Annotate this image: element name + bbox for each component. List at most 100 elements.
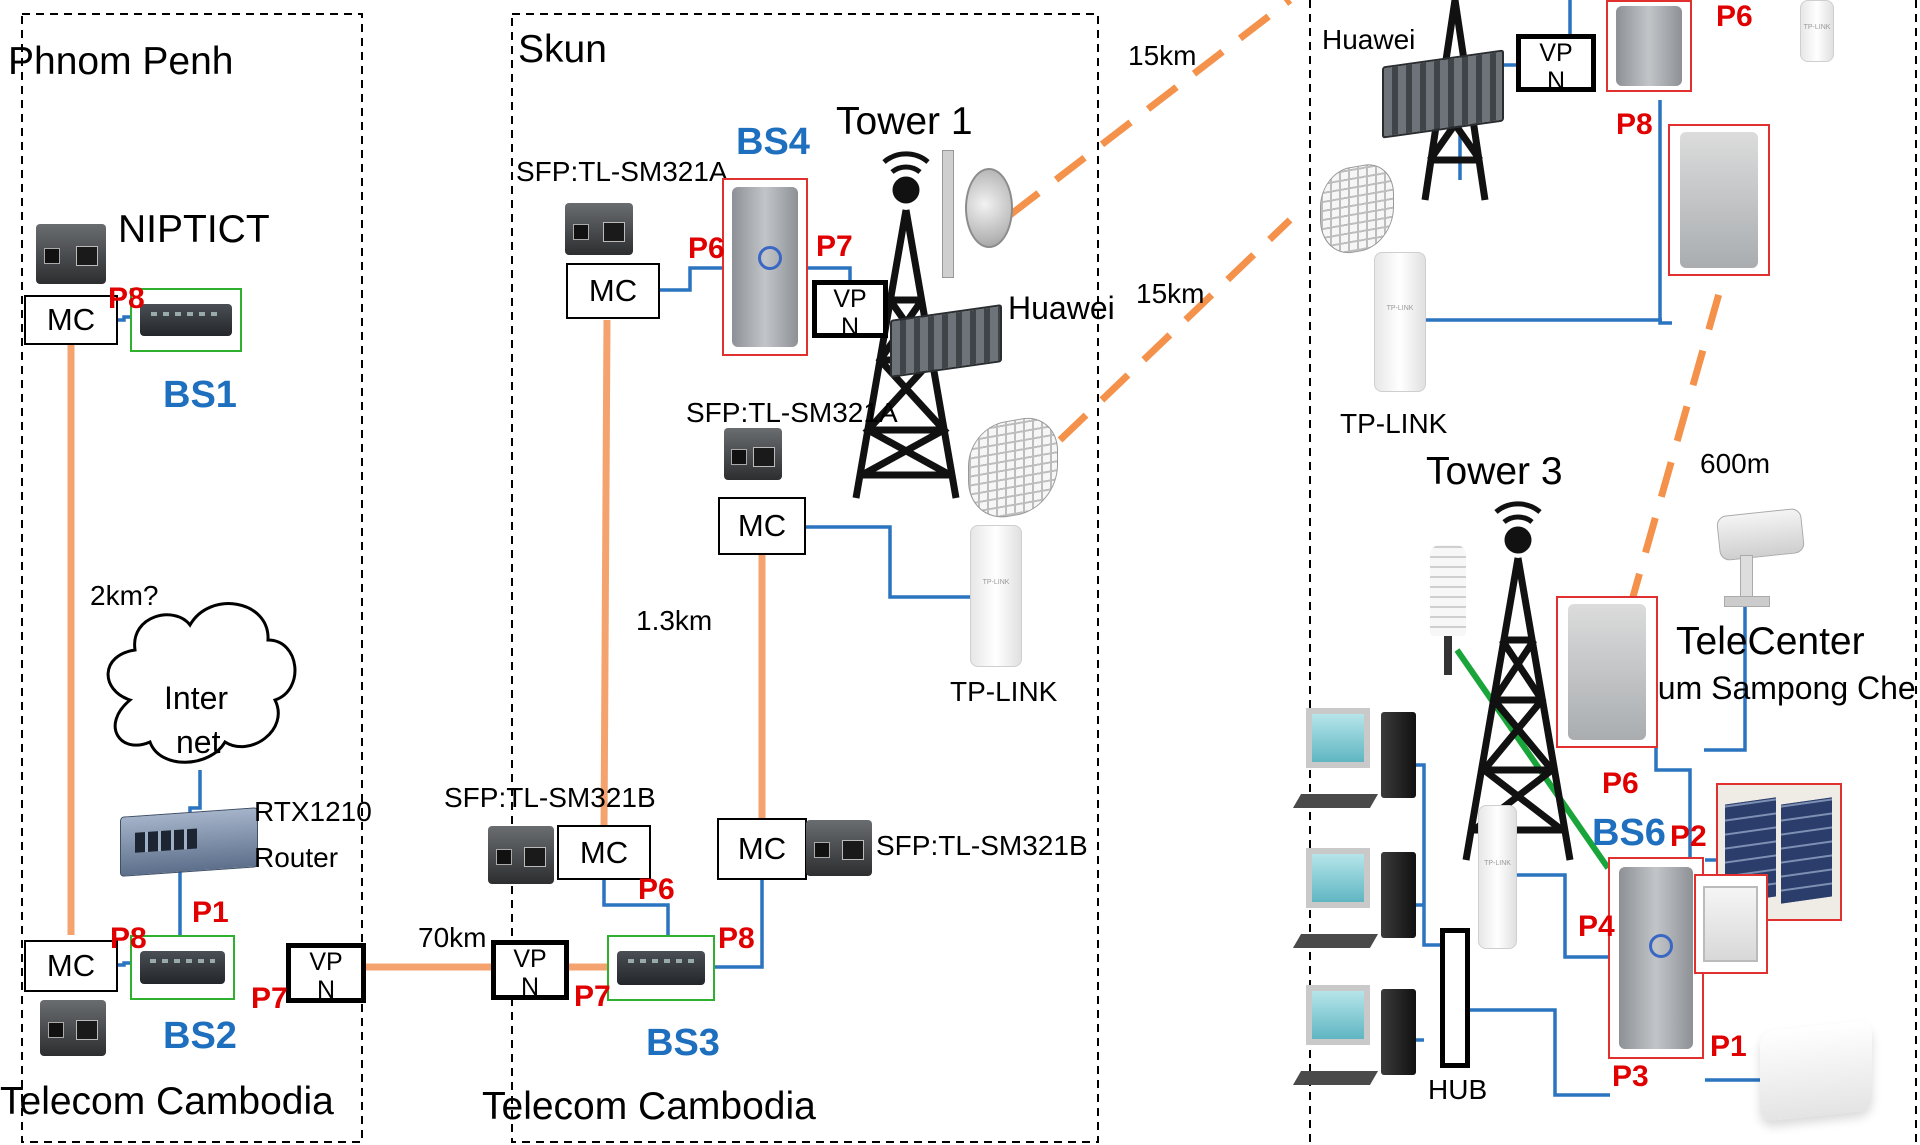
mc-box-telecom-left: MC <box>24 940 118 992</box>
mc-box-bs4: MC <box>566 263 660 319</box>
port-label-bs2-p8: P8 <box>110 922 147 955</box>
tower-3-icon <box>1462 501 1574 861</box>
eth-hub-bs6 <box>1470 1008 1610 1097</box>
desktop-pc-icon-3 <box>1293 985 1416 1085</box>
mc-box-niptict: MC <box>24 295 118 345</box>
mini-pc-icon <box>1760 1020 1872 1122</box>
tower-label-3: Tower 3 <box>1426 450 1563 493</box>
router-label-line2: Router <box>254 842 339 873</box>
eth-ap-bs6-bs6 <box>1654 745 1692 865</box>
media-converter-icon-bs3-right <box>806 820 872 876</box>
region-label-phnom-penh: Phnom Penh <box>8 40 234 83</box>
eth-internet-router <box>188 770 202 812</box>
tplink-cpe-icon-top-right <box>1800 0 1834 62</box>
eth-mc2-bs2 <box>118 961 130 967</box>
sfp-label-b-left: SFP:TL-SM321B <box>444 782 656 813</box>
port-label-bs6-p4: P4 <box>1578 910 1615 943</box>
region-label-skun: Skun <box>518 28 607 71</box>
wireless-grid-tower2 <box>1057 217 1293 443</box>
eth-ap-r-top-box <box>1658 100 1672 325</box>
tplink-cpe-icon-tower1 <box>970 525 1022 667</box>
port-label-bs4-p7: P7 <box>816 230 853 263</box>
fiber-mc-bs4-mc-bs3 <box>600 319 611 831</box>
router-bs1 <box>130 288 242 352</box>
desktop-pc-icon-1 <box>1293 708 1416 808</box>
eth-camera-bs6 <box>1704 598 1747 752</box>
region-border-skun <box>511 13 1099 1143</box>
mc-box-bs3-right: MC <box>717 818 807 880</box>
eth-mc1-bs1 <box>118 315 130 322</box>
vpn-line2: N <box>840 313 860 338</box>
tower-label-1: Tower 1 <box>836 100 973 143</box>
distance-label-600m: 600m <box>1700 448 1771 479</box>
port-label-top-p8: P8 <box>1616 108 1653 141</box>
vpn-line2: N <box>316 976 336 1003</box>
media-converter-icon-telecom <box>40 1000 106 1056</box>
vpn-line1: VP <box>309 948 343 976</box>
internet-label-line2: net <box>176 724 221 760</box>
vpn-line1: VP <box>1539 39 1573 67</box>
tplink-label-right: TP-LINK <box>1340 408 1448 439</box>
router-bs2 <box>130 935 235 1000</box>
media-converter-icon-tower1 <box>724 428 782 480</box>
sfp-label-a-top: SFP:TL-SM321A <box>516 156 728 187</box>
bs-label-6: BS6 <box>1592 812 1666 854</box>
port-label-top-p6: P6 <box>1716 0 1753 33</box>
access-point-bs6 <box>1608 857 1704 1059</box>
dish-mount-icon <box>942 150 954 278</box>
ethernet-links <box>118 0 1820 1097</box>
eth-tplink-bs6 <box>1515 873 1610 959</box>
sfp-label-a-mid: SFP:TL-SM321A <box>686 397 898 428</box>
bs-label-4: BS4 <box>736 121 810 163</box>
eth-pc1-hub <box>1416 763 1440 947</box>
site-label-niptict: NIPTICT <box>118 208 270 251</box>
port-label-bs6-p1: P1 <box>1710 1030 1747 1063</box>
mc-box-bs3-left: MC <box>557 825 651 880</box>
dish-antenna-icon-tower1 <box>965 168 1013 248</box>
surveillance-camera-icon <box>1696 507 1806 607</box>
site-label-telecom-left: Telecom Cambodia <box>0 1080 334 1123</box>
tplink-label-tower1: TP-LINK <box>950 676 1058 707</box>
wireless-dish-tower2-top <box>1007 0 1293 218</box>
distance-label-15km-mid: 15km <box>1136 278 1205 309</box>
region-border-phnom-penh <box>21 13 363 1143</box>
distance-label-15km-top: 15km <box>1128 40 1197 71</box>
hub-device <box>1440 928 1470 1068</box>
distance-label-1-3km: 1.3km <box>636 605 713 636</box>
mc-box-tower1: MC <box>718 497 806 555</box>
access-point-box-right <box>1668 124 1770 276</box>
port-label-bs2-p7: P7 <box>251 982 288 1015</box>
eth-ap-bs4-vpn <box>808 266 852 285</box>
power-box-icon <box>1694 874 1768 974</box>
router-bs3 <box>607 935 715 1001</box>
rtx1210-router-icon <box>120 807 258 877</box>
sensor-link <box>1454 648 1611 870</box>
bs-label-3: BS3 <box>646 1022 720 1064</box>
site-label-telecenter: TeleCenter <box>1676 620 1865 663</box>
bs-label-2: BS2 <box>163 1015 237 1057</box>
port-label-bs2-p1: P1 <box>192 896 229 929</box>
distance-label-2km: 2km? <box>90 580 159 611</box>
tplink-cpe-icon-right <box>1374 252 1426 392</box>
huawei-label-tower1: Huawei <box>1008 290 1115 326</box>
distance-label-70km: 70km <box>418 922 487 953</box>
desktop-pc-icon-2 <box>1293 848 1416 948</box>
media-converter-icon-bs3-left <box>488 826 554 884</box>
router-label-line1: RTX1210 <box>254 796 372 827</box>
internet-cloud-icon <box>106 602 297 764</box>
site-label-telecenter-sub: hum Sampong Che <box>1640 670 1916 706</box>
media-converter-icon-niptict <box>36 224 106 284</box>
vpn-line1: VP <box>833 285 867 313</box>
hub-label: HUB <box>1428 1074 1488 1105</box>
eth-mcr-bs3 <box>715 880 764 969</box>
eth-mc-tplink <box>806 525 972 599</box>
bs-label-1: BS1 <box>163 374 237 416</box>
eth-mcl-bs3 <box>602 880 670 935</box>
sfp-label-b-right: SFP:TL-SM321B <box>876 830 1088 861</box>
vpn-line2: N <box>1546 67 1566 92</box>
huawei-label-tower2: Huawei <box>1322 24 1416 55</box>
